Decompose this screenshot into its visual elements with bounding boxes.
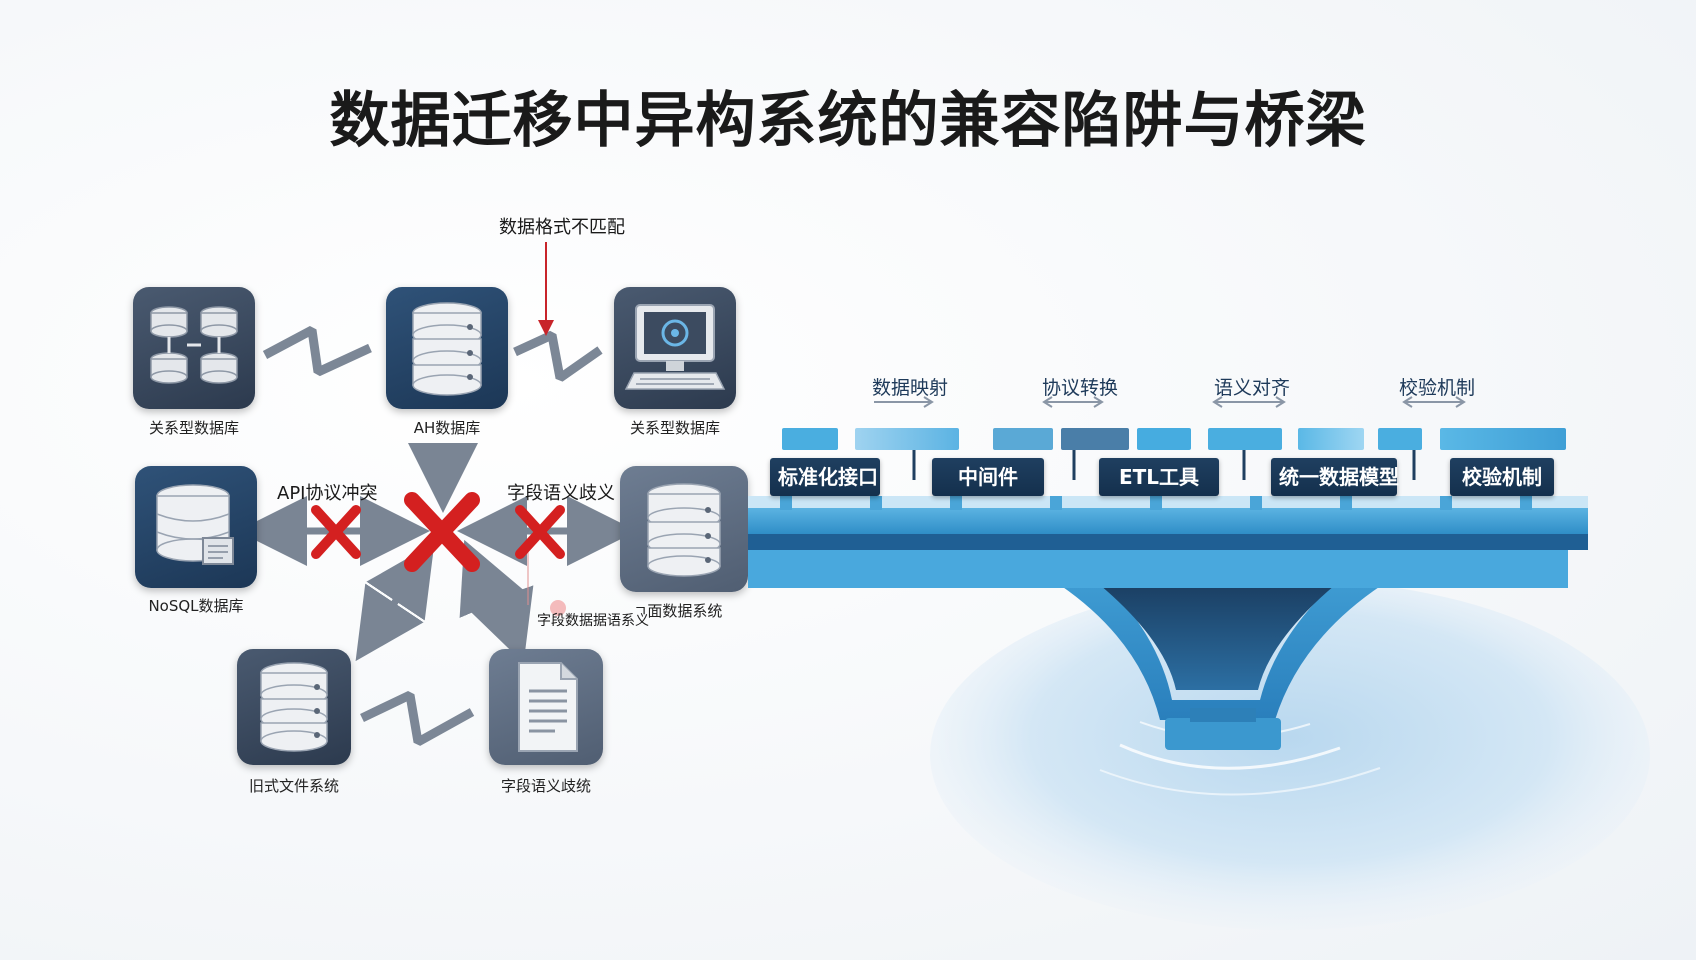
water-ripple [1119,743,1341,770]
node-label-relational-2: 关系型数据库 [629,419,721,437]
pillar-unified-model: 统一数据模型 [1271,458,1399,496]
database-stack-icon [260,662,328,752]
bridge-deck-bottom [748,550,1568,588]
bridge-arch [1060,585,1382,720]
node-label-legacy: 旧式文件系统 [248,777,340,795]
api-conflict-label: API协议冲突 [277,483,378,504]
document-file-icon [518,662,578,752]
cross-small-left [311,505,361,559]
deck-segment [855,428,959,450]
cross-large-center [404,492,480,572]
pillar-middleware: 中间件 [932,458,1044,496]
bridge-label-protocol: 协议转换 [1041,377,1119,399]
deck-segment [1440,428,1566,450]
water-pool [930,580,1650,930]
conflict-diagram [237,242,637,746]
node-label-nosql: NoSQL数据库 [148,597,244,615]
bridge-deck-top [748,506,1588,534]
x-data-system-node[interactable] [620,466,748,592]
deck-segment [1208,428,1282,450]
deck-segment [1137,428,1191,450]
cross-small-right [515,505,565,559]
nosql-database-node[interactable] [135,466,257,588]
format-mismatch-label: 数据格式不匹配 [499,217,625,238]
page-title: 数据迁移中异构系统的兼容陷阱与桥梁 [329,86,1367,156]
node-label-relational-1: 关系型数据库 [148,419,240,437]
broken-link-2 [513,330,603,382]
garbled-dot [550,600,566,616]
broken-link-1 [262,326,372,377]
bridge-pier [1100,585,1335,690]
bridge-label-semantic: 语义对齐 [1213,377,1291,399]
semantic-ambiguity-label: 字段语义歧义 [507,483,615,504]
deck-segment [993,428,1053,450]
diagonal-arrow-left [355,542,435,662]
database-stack-icon [412,302,482,396]
node-label-x-system: ㄱ面数据系统 [633,602,723,620]
deck-segment [1298,428,1364,450]
deck-segment [1061,428,1129,450]
deck-segment [782,428,838,450]
database-stack-icon [647,483,721,577]
computer-monitor-icon [624,304,726,390]
relational-database-node-1[interactable] [133,287,255,409]
database-document-icon [156,484,234,565]
broken-link-3 [360,690,475,746]
ah-database-node[interactable] [386,287,508,409]
relational-database-node-2[interactable] [614,287,736,409]
pillar-validation: 校验机制 [1450,458,1554,496]
deck-segment [1378,428,1422,450]
diagonal-arrow-right [459,539,534,664]
relational-database-icon [150,306,238,384]
pillar-etl-tool: ETL工具 [1099,458,1219,496]
pier-base [1165,718,1281,750]
pillar-standard-interface: 标准化接口 [770,458,880,496]
bridge-label-validation: 校验机制 [1398,377,1476,399]
bridge-deck-stripe [748,534,1588,550]
semantic-document-node[interactable] [489,649,603,765]
garbled-label: 字段数据据语系义 [537,613,649,629]
legacy-file-system-node[interactable] [237,649,351,765]
water-ripple [1099,767,1381,796]
node-label-ah: AH数据库 [413,419,481,437]
node-label-semantic: 字段语义歧统 [500,777,592,795]
bridge-label-mapping: 数据映射 [871,377,949,399]
